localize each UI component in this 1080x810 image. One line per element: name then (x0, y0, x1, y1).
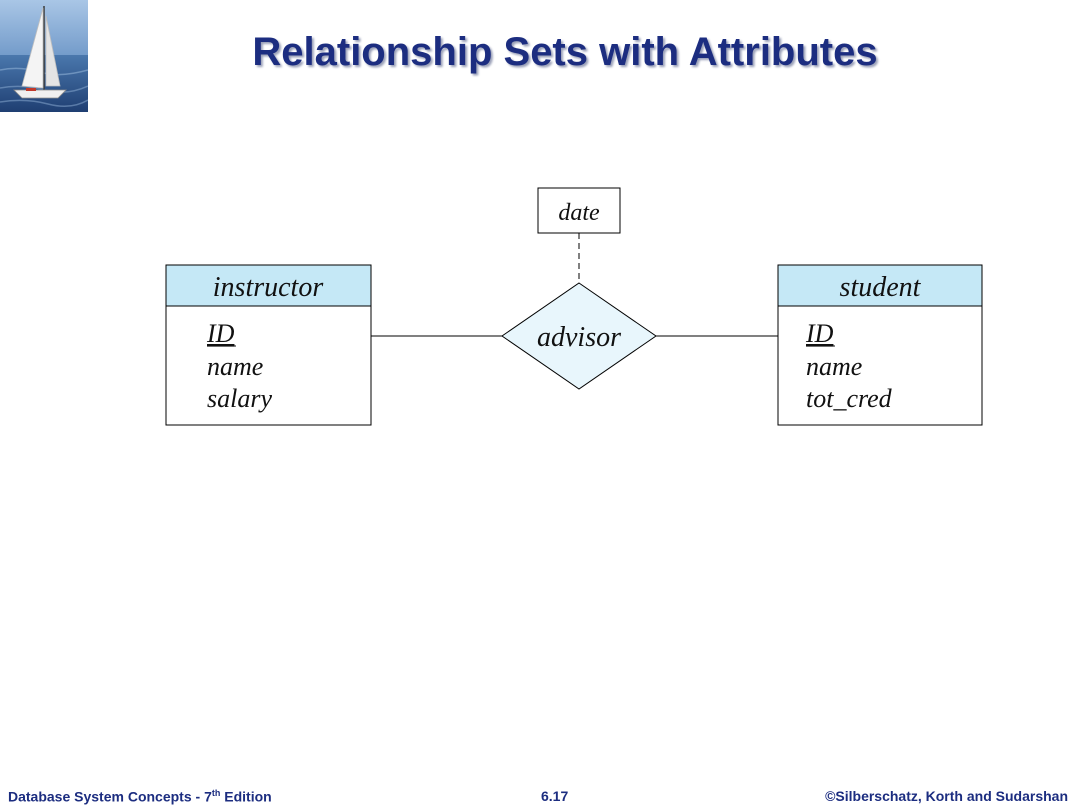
footer-book-title: Database System Concepts - 7th Edition (8, 788, 272, 805)
entity-attribute-primary-key: ID (206, 319, 235, 348)
entity-instructor: instructor ID name salary (165, 264, 372, 426)
entity-attribute-primary-key: ID (805, 319, 834, 348)
er-diagram: date advisor instructor ID name salary s… (165, 187, 983, 426)
entity-header (165, 264, 372, 307)
relationship-attribute-date: date (537, 187, 621, 234)
relationship-advisor: advisor (501, 282, 657, 390)
relationship-label: advisor (537, 322, 621, 353)
slide-footer: Database System Concepts - 7th Edition 6… (0, 788, 1080, 808)
entity-attribute: name (207, 352, 263, 381)
entity-student: student ID name tot_cred (777, 264, 983, 426)
entity-attribute: salary (207, 384, 272, 413)
entity-name: student (840, 272, 922, 303)
sailboat-logo (0, 0, 88, 112)
entity-name: instructor (213, 272, 324, 303)
relationship-diamond (501, 282, 657, 390)
entity-attribute: tot_cred (806, 384, 893, 413)
sailboat-icon (0, 0, 88, 112)
footer-page-number: 6.17 (541, 788, 569, 804)
footer-copyright: ©Silberschatz, Korth and Sudarshan (825, 788, 1068, 804)
entity-header (777, 264, 983, 307)
entity-attribute: name (806, 352, 862, 381)
slide-title: Relationship Sets with Attributes (252, 30, 878, 74)
relationship-attribute-label: date (558, 200, 600, 226)
